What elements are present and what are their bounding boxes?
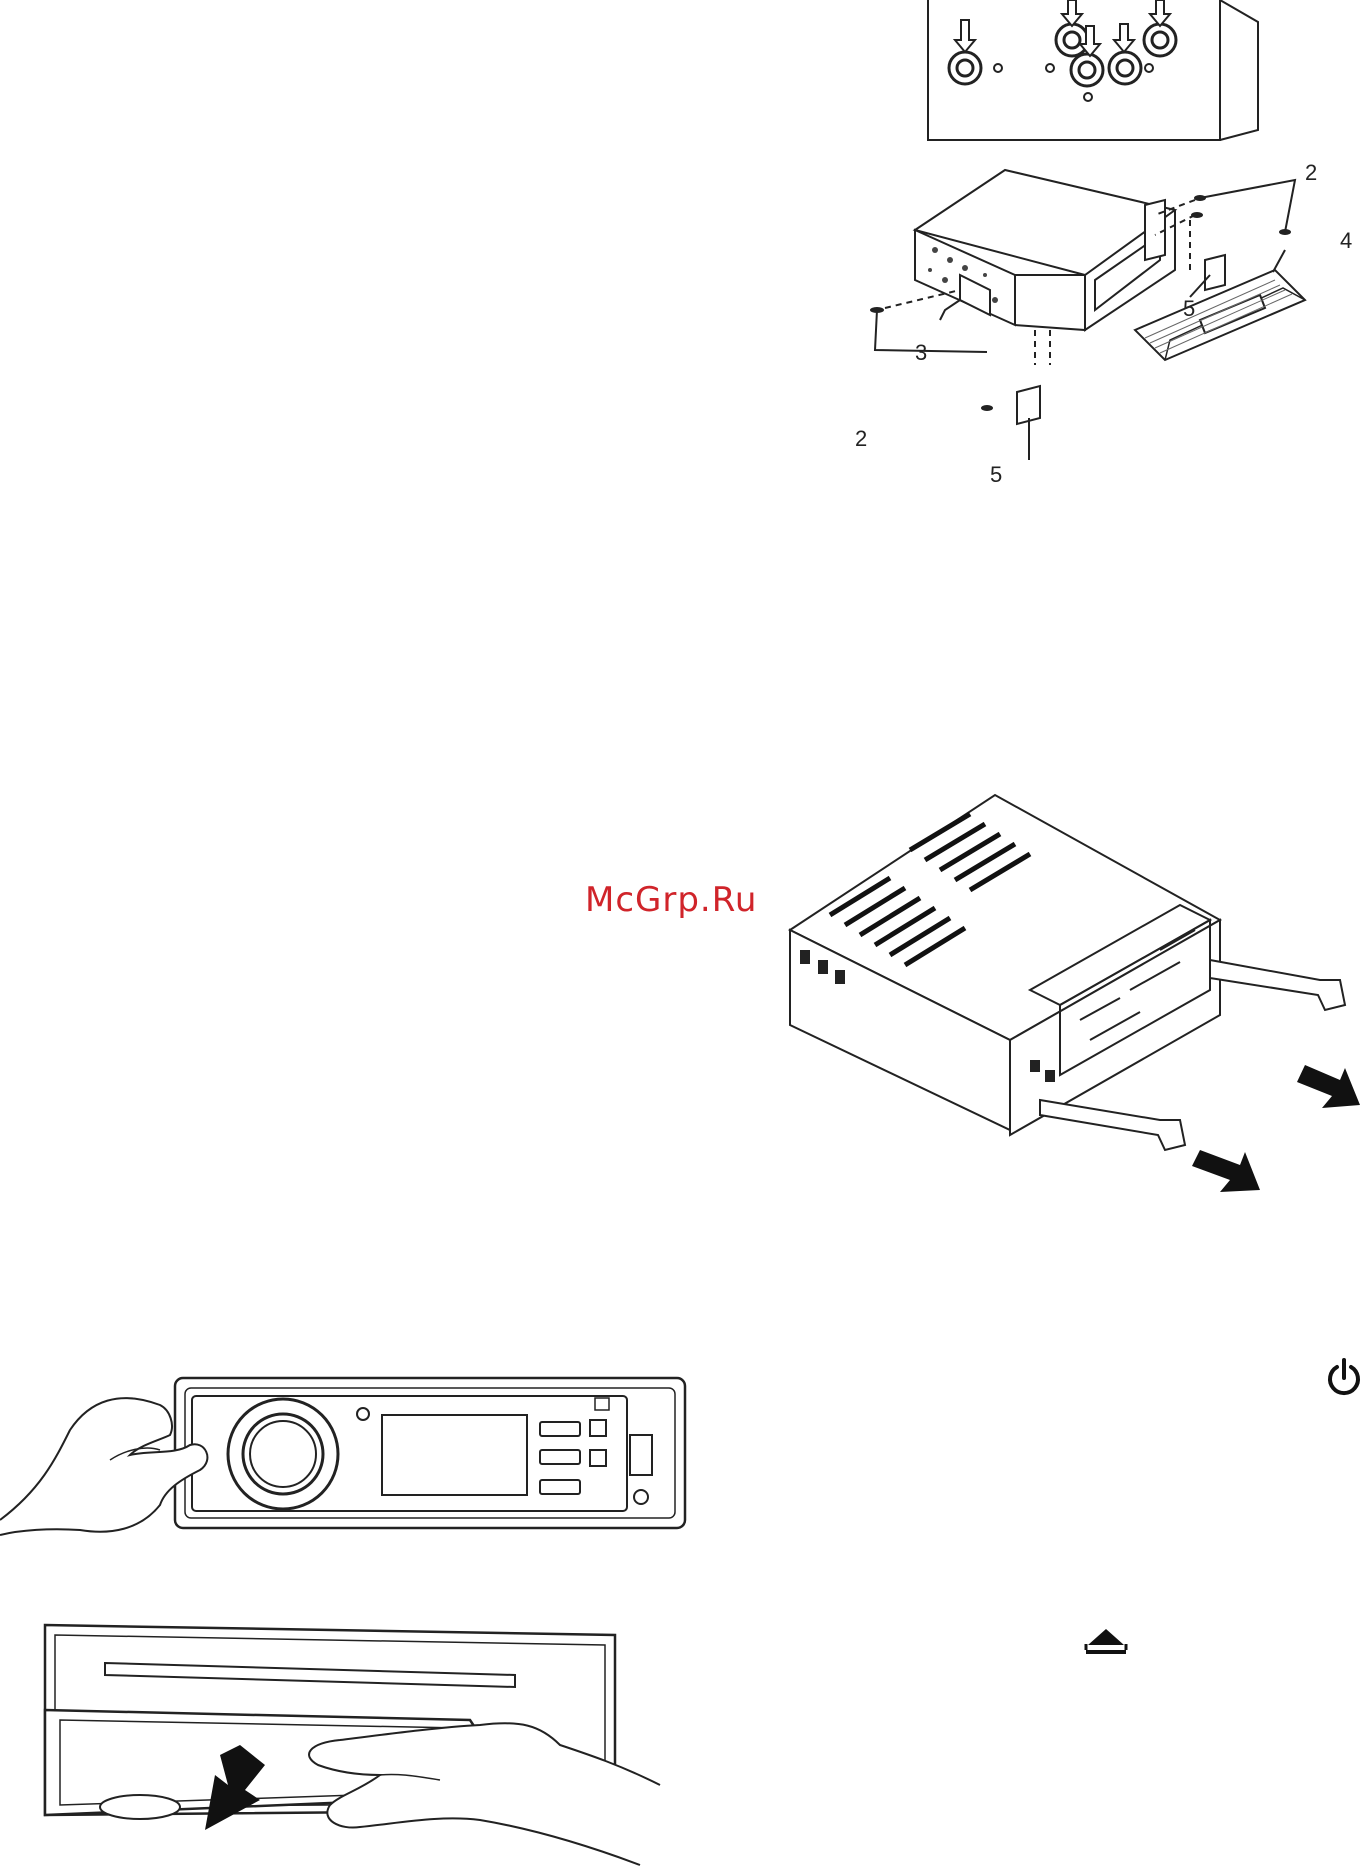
callout-number: 5 [1183,296,1195,321]
release-clip [1205,255,1225,290]
rca-jack [1109,52,1141,84]
indicator-dot [994,64,1002,72]
mounting-sleeve [915,170,1175,330]
mounting-bracket-figure: 2 4 5 3 2 5 [855,160,1360,490]
rca-jack [949,52,981,84]
callout-number: 2 [855,426,867,451]
callout-number: 3 [915,340,927,365]
watermark: McGrp.Ru [585,880,757,920]
power-icon [1325,1358,1363,1398]
eject-icon [1082,1625,1130,1661]
rca-jack [1144,24,1176,56]
rca-jack [1071,54,1103,86]
usb-port [630,1435,652,1475]
callout-number: 4 [1340,228,1352,253]
chassis-removal-figure [740,790,1360,1210]
side-bracket [1145,200,1165,260]
faceplate-detach-figure [0,1615,660,1865]
callout-number: 2 [1305,160,1317,185]
lcd-display [382,1415,527,1495]
pull-arrow-icon [1192,1065,1360,1192]
rca-jack [1056,24,1088,56]
front-panel-release-figure [0,1350,690,1540]
callout-number: 5 [990,462,1002,487]
panel-side [1220,0,1258,140]
rca-jack-panel-figure [920,0,1260,150]
